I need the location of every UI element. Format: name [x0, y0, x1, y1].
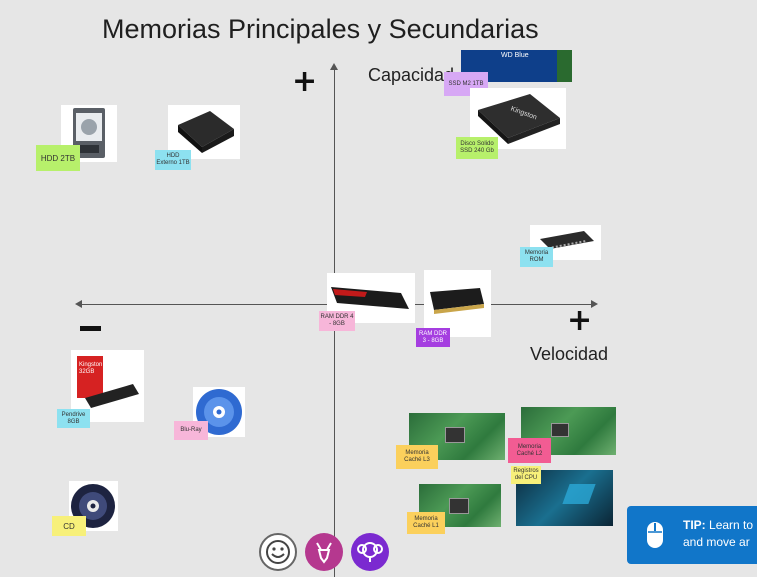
elephant-avatar-icon	[357, 542, 383, 562]
hdd-image[interactable]	[61, 105, 117, 162]
collaborator-avatar-goat[interactable]	[305, 533, 343, 571]
x-axis-label: Velocidad	[530, 344, 609, 364]
vertical-axis-arrow	[330, 63, 338, 70]
hdd-drawing	[73, 108, 105, 158]
smiley-icon	[266, 540, 290, 564]
note-cache-l1[interactable]: Memoria Caché L1	[407, 512, 445, 534]
ssd-m2-brand: WD Blue	[501, 52, 529, 59]
collaborator-avatar-elephant[interactable]	[351, 533, 389, 571]
cache-l2-chip	[551, 423, 569, 437]
ssd-m2-connector	[557, 50, 572, 82]
ssd-240-image[interactable]: Kingston	[470, 88, 566, 149]
tip-title: TIP:	[683, 518, 706, 532]
cache-l3-chip	[445, 427, 465, 443]
reaction-button[interactable]	[259, 533, 297, 571]
note-hdd-2tb[interactable]: HDD 2TB	[36, 145, 80, 171]
ram-ddr4-drawing	[331, 287, 409, 309]
tip-line1: Learn to	[709, 518, 754, 532]
y-plus-sign: +	[292, 64, 318, 99]
rom-drawing	[540, 231, 594, 250]
cd-image[interactable]	[69, 481, 118, 531]
pendrive-drawing	[85, 384, 139, 408]
ssd-240-drawing	[478, 94, 560, 144]
tip-line2: and move ar	[683, 535, 750, 549]
x-minus-sign	[80, 326, 101, 331]
note-ram-ddr3[interactable]: RAM DDR 3 - 8GB	[416, 328, 450, 347]
horizontal-axis-right-arrow	[591, 300, 598, 308]
mouse-icon	[647, 522, 663, 548]
note-rom[interactable]: Memoria ROM	[520, 247, 553, 267]
goat-avatar-icon	[316, 542, 332, 564]
y-axis-label: Capacidad	[368, 65, 455, 85]
note-cd[interactable]: CD	[52, 516, 86, 536]
note-registros[interactable]: Registros del CPU	[511, 466, 541, 484]
external-hdd-drawing	[178, 111, 234, 153]
note-cache-l2[interactable]: Memoria Caché L2	[508, 438, 551, 463]
cache-l1-chip	[449, 498, 469, 514]
note-bluray[interactable]: Blu-Ray	[174, 421, 208, 440]
note-pendrive[interactable]: Pendrive 8GB	[57, 409, 90, 428]
note-ram-ddr4[interactable]: RAM DDR 4 - 8GB	[319, 311, 355, 331]
ram-ddr3-drawing	[430, 288, 484, 314]
tip-box[interactable]	[627, 506, 757, 564]
pendrive-package	[77, 356, 103, 398]
ram-ddr3-image[interactable]	[424, 270, 491, 337]
pendrive-brand: Kingston 32GB	[79, 362, 103, 375]
tip-text: TIP: Learn to and move ar	[683, 517, 757, 551]
horizontal-axis-left-arrow	[75, 300, 82, 308]
external-hdd-image[interactable]	[168, 105, 240, 159]
cpu-die	[562, 484, 596, 504]
x-plus-sign: +	[567, 303, 593, 338]
note-ssd-240[interactable]: Disco Solido SSD 240 Gb	[456, 137, 498, 159]
diagram-title: Memorias Principales y Secundarias	[102, 14, 539, 44]
note-hdd-externo[interactable]: HDD Externo 1TB	[155, 150, 191, 170]
note-cache-l3[interactable]: Memoria Caché L3	[396, 445, 438, 469]
